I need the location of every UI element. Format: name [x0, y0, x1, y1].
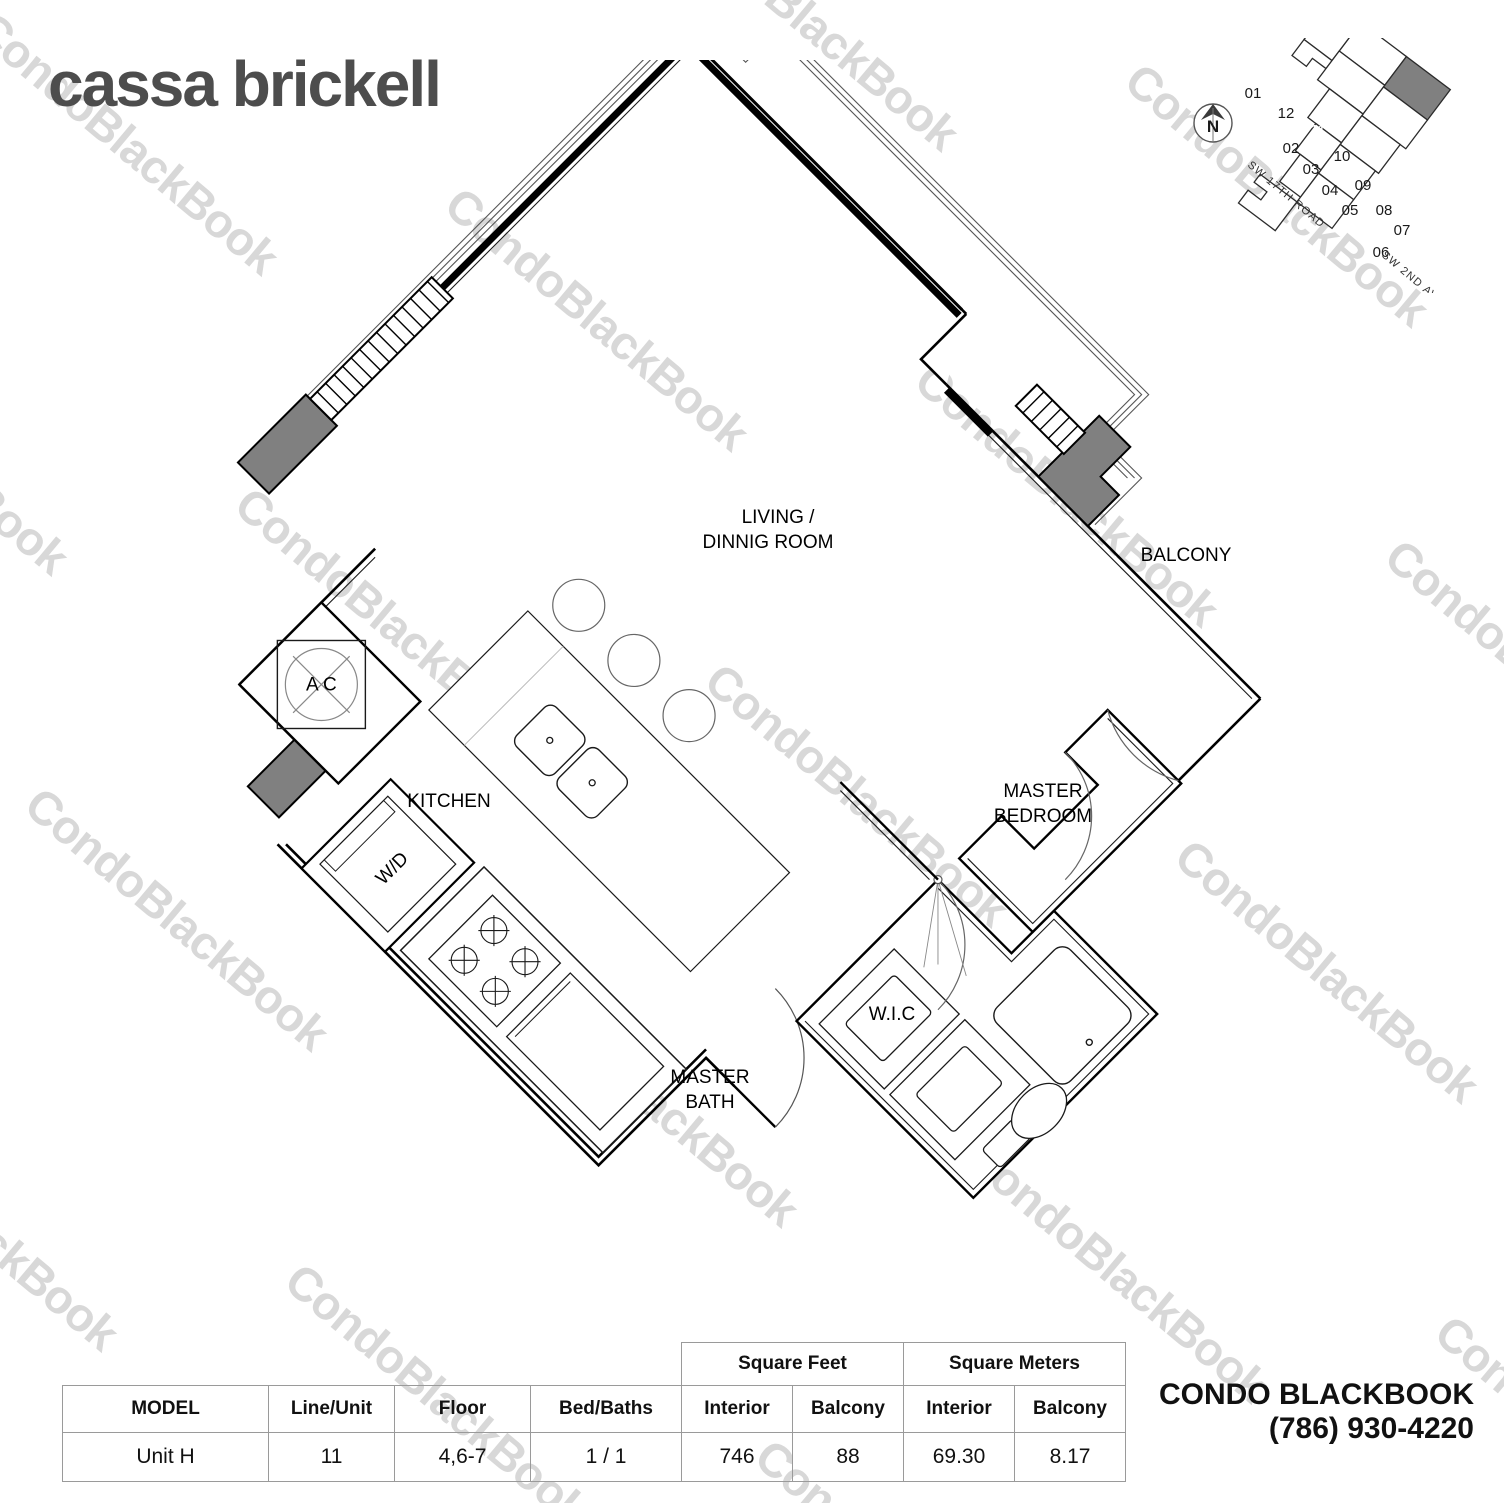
- col-header-sm-balcony: Balcony: [1014, 1385, 1126, 1433]
- svg-text:08: 08: [1376, 202, 1393, 219]
- svg-text:11: 11: [1310, 122, 1326, 139]
- col-header-floor: Floor: [394, 1385, 531, 1433]
- group-header-square-feet: Square Feet: [681, 1342, 904, 1386]
- brand-phone: (786) 930-4220: [1268, 1411, 1474, 1445]
- cell-sm-balcony: 8.17: [1014, 1432, 1126, 1482]
- ac-closet: A C: [237, 600, 423, 786]
- cell-line-unit: 11: [268, 1432, 395, 1482]
- svg-text:04: 04: [1322, 182, 1339, 199]
- keyplan-unit-10: [1360, 85, 1429, 150]
- page-title: cassa brickell: [48, 48, 442, 120]
- col-header-line-unit: Line/Unit: [268, 1385, 395, 1433]
- keyplan-unit-labels: 12 01 11 02 10 03 09 04 08 05 07 06: [1245, 85, 1411, 261]
- balcony-railing: [696, 44, 964, 311]
- label-living-dining-1: LIVING /: [742, 507, 816, 528]
- sliding-glass-doors: [439, 40, 993, 437]
- col-header-sf-interior: Interior: [681, 1385, 793, 1433]
- cell-sm-interior: 69.30: [903, 1432, 1015, 1482]
- street-sw-2nd-avenue-label: SW 2ND AVENUE: [1379, 249, 1467, 293]
- brand-name-condo: CONDO: [1158, 1378, 1271, 1411]
- cell-sf-interior: 746: [681, 1432, 793, 1482]
- key-plan: N 12 01 11 02 10 03: [1185, 9, 1485, 326]
- table-header-row: MODEL Line/Unit Floor Bed/Baths Interior…: [62, 1385, 1126, 1433]
- partition-inner-line: [839, 790, 930, 881]
- hatched-window-wall-right: [1014, 383, 1087, 456]
- label-balcony: BALCONY: [1141, 545, 1232, 566]
- cell-model: Unit H: [62, 1432, 269, 1482]
- master-bath-vanity: [818, 948, 1031, 1161]
- keyplan-unit-07: [1295, 172, 1355, 230]
- watermark-text: CondoBlackBook: [1325, 0, 1504, 37]
- cell-floor: 4,6-7: [394, 1432, 531, 1482]
- label-master-bedroom-1: MASTER: [1003, 781, 1082, 802]
- label-kitchen: KITCHEN: [407, 791, 490, 812]
- brand-name: CONDO BLACKBOOK: [1159, 1378, 1474, 1412]
- entry-door: [705, 988, 805, 1128]
- north-compass-icon: N: [1193, 103, 1233, 143]
- col-header-bed-baths: Bed/Baths: [530, 1385, 682, 1433]
- table-row: Unit H 11 4,6-7 1 / 1 746 88 69.30 8.17: [62, 1432, 1126, 1482]
- wic-door: [1064, 751, 1093, 881]
- svg-text:07: 07: [1394, 222, 1411, 239]
- svg-text:N: N: [1207, 117, 1219, 136]
- ac-closet-label: A C: [306, 674, 337, 695]
- group-header-square-meters: Square Meters: [903, 1342, 1126, 1386]
- label-master-bedroom-2: BEDROOM: [994, 806, 1092, 827]
- svg-text:10: 10: [1334, 148, 1351, 165]
- svg-text:01: 01: [1245, 85, 1262, 102]
- svg-text:12: 12: [1278, 105, 1295, 122]
- col-header-sm-interior: Interior: [903, 1385, 1015, 1433]
- col-header-model: MODEL: [62, 1385, 269, 1433]
- wic-inner: [967, 718, 1174, 925]
- kitchen-counter-left: [399, 865, 688, 1154]
- svg-text:06: 06: [1373, 244, 1390, 261]
- svg-text:03: 03: [1303, 161, 1320, 178]
- bedroom-partition-wall: [839, 781, 939, 881]
- table-group-header-row: Square Feet Square Meters: [63, 1342, 1126, 1386]
- keyplan-unit-06: [1237, 173, 1298, 232]
- label-wic: W.I.C: [869, 1004, 915, 1025]
- brand-block: CONDO BLACKBOOK (786) 930-4220: [1159, 1378, 1474, 1445]
- unit-spec-table: Square Feet Square Meters MODEL Line/Uni…: [62, 1342, 1126, 1482]
- room-labels: LIVING / DINNIG ROOM BALCONY MASTER BEDR…: [407, 507, 1231, 1113]
- label-living-dining-2: DINNIG ROOM: [703, 532, 834, 553]
- svg-text:09: 09: [1355, 177, 1372, 194]
- svg-text:05: 05: [1342, 202, 1359, 219]
- cell-sf-balcony: 88: [792, 1432, 904, 1482]
- label-master-bath-1: MASTER: [670, 1067, 749, 1088]
- cell-bed-baths: 1 / 1: [530, 1432, 682, 1482]
- keyplan-unit-09: [1339, 114, 1402, 175]
- brand-name-blackbook: BLACKBOOK: [1279, 1378, 1474, 1411]
- floor-plan-drawing: A C W/D: [0, 2, 1504, 1350]
- hatched-window-wall-top: [308, 275, 455, 422]
- master-bath-inner: [804, 887, 1150, 1191]
- tub-shower: [993, 946, 1132, 1085]
- kitchen-island: [428, 578, 791, 973]
- structural-column-right: [1036, 414, 1132, 528]
- washer-dryer-closet: W/D: [300, 777, 476, 954]
- svg-text:02: 02: [1283, 140, 1300, 157]
- col-header-sf-balcony: Balcony: [792, 1385, 904, 1433]
- label-master-bath-2: BATH: [685, 1092, 734, 1113]
- bedroom-door: [1107, 709, 1179, 782]
- toilet-fixture: [982, 1082, 1068, 1168]
